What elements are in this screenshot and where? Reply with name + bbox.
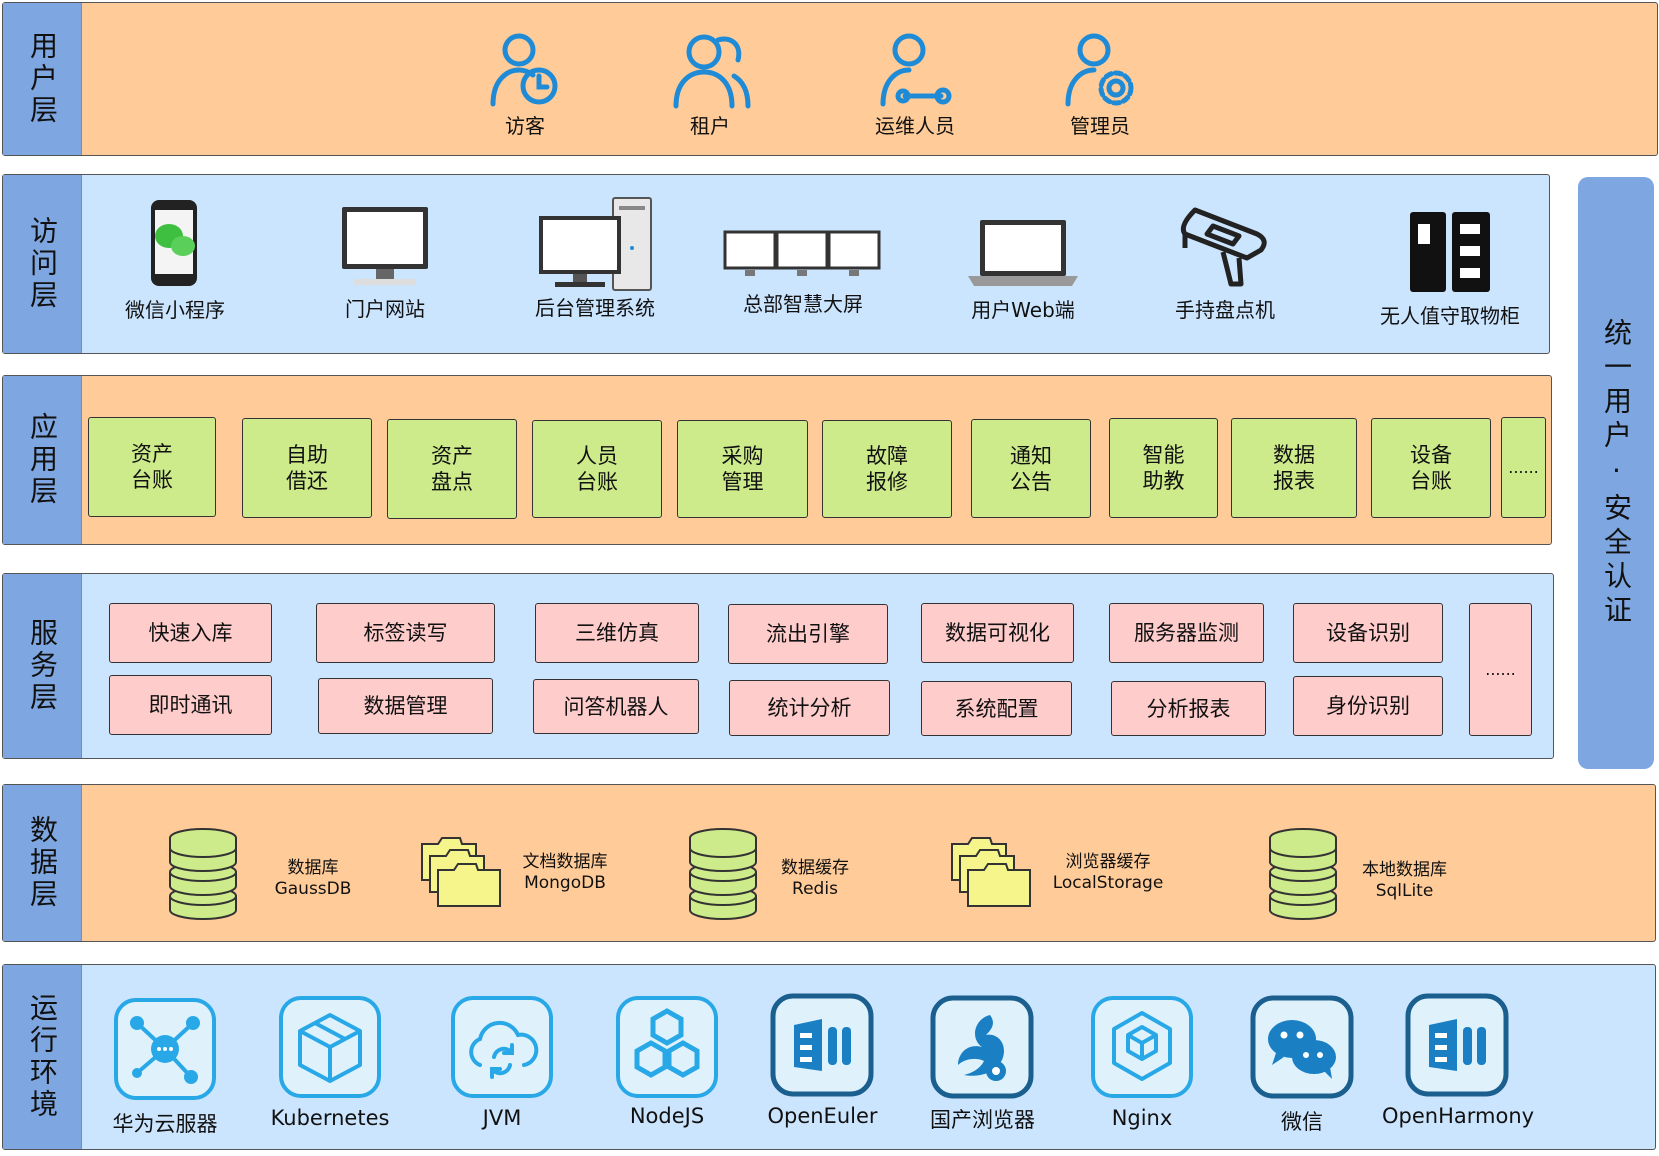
access-label: 后台管理系统 xyxy=(535,296,655,320)
access-label: 微信小程序 xyxy=(125,298,225,322)
runtime-label: Kubernetes xyxy=(270,1106,390,1130)
access-label: 手持盘点机 xyxy=(1175,298,1275,322)
runtime-label: OpenEuler xyxy=(767,1104,878,1128)
service-quick-inbound[interactable]: 快速入库 xyxy=(109,603,272,663)
db-redis-icon xyxy=(688,826,758,926)
app-asset-inventory[interactable]: 资产盘点 xyxy=(387,419,517,519)
runtime-label: NodeJS xyxy=(629,1104,705,1128)
service-tag-rw[interactable]: 标签读写 xyxy=(316,603,495,663)
db-mongodb-folder-icon xyxy=(420,830,504,912)
app-more[interactable]: ...... xyxy=(1501,417,1546,518)
service-qa-bot[interactable]: 问答机器人 xyxy=(533,679,699,734)
db-sqllite-icon xyxy=(1268,826,1338,926)
access-locker: 无人值守取物柜 xyxy=(1370,210,1530,329)
laptop-icon xyxy=(958,218,1088,288)
access-label: 门户网站 xyxy=(345,297,425,321)
access-label: 用户Web端 xyxy=(971,298,1075,322)
operator-wrench-icon xyxy=(855,30,975,110)
app-layer-label: 应用层 xyxy=(3,376,82,544)
access-wechat-miniprogram: 微信小程序 xyxy=(110,198,240,323)
runtime-label: 华为云服器 xyxy=(112,1112,218,1136)
access-admin-system: 后台管理系统 xyxy=(520,196,670,321)
service-sys-config[interactable]: 系统配置 xyxy=(921,681,1072,736)
video-wall-icon xyxy=(718,230,888,278)
user-operator: 运维人员 xyxy=(855,30,975,139)
app-fault-repair[interactable]: 故障报修 xyxy=(822,420,952,518)
service-analysis-report[interactable]: 分析报表 xyxy=(1111,681,1266,736)
tenant-group-icon xyxy=(655,30,765,110)
nodejs-hexagon-icon xyxy=(615,995,719,1103)
runtime-label: JVM xyxy=(482,1106,522,1130)
service-layer-label: 服务层 xyxy=(3,574,82,758)
service-data-viz[interactable]: 数据可视化 xyxy=(921,603,1074,663)
user-label: 运维人员 xyxy=(875,114,955,138)
access-portal: 门户网站 xyxy=(320,205,450,322)
app-notice[interactable]: 通知公告 xyxy=(971,419,1091,518)
access-handheld: 手持盘点机 xyxy=(1160,204,1290,323)
desktop-tower-icon xyxy=(520,196,670,292)
app-smart-assistant[interactable]: 智能助教 xyxy=(1109,418,1218,518)
visitor-clock-icon xyxy=(470,30,580,110)
app-data-report[interactable]: 数据报表 xyxy=(1231,418,1357,518)
access-hq-screen: 总部智慧大屏 xyxy=(718,230,888,317)
user-label: 管理员 xyxy=(1070,114,1130,138)
service-data-manage[interactable]: 数据管理 xyxy=(318,678,493,734)
wechat-icon xyxy=(1250,995,1354,1103)
runtime-label: 国产浏览器 xyxy=(930,1108,1035,1132)
access-label: 总部智慧大屏 xyxy=(743,292,863,316)
service-server-monitor[interactable]: 服务器监测 xyxy=(1109,603,1264,663)
app-procurement[interactable]: 采购管理 xyxy=(677,420,808,518)
service-3d-sim[interactable]: 三维仿真 xyxy=(535,603,699,663)
runtime-label: 微信 xyxy=(1281,1110,1323,1134)
kubernetes-cube-icon xyxy=(278,995,382,1103)
user-tenant: 租户 xyxy=(655,30,765,139)
db-localstorage-folder-icon xyxy=(950,830,1034,912)
openharmony-icon xyxy=(1405,993,1509,1101)
app-staff-ledger[interactable]: 人员台账 xyxy=(532,420,662,518)
user-label: 租户 xyxy=(690,114,730,138)
service-device-recognition[interactable]: 设备识别 xyxy=(1293,603,1443,663)
service-more[interactable]: ...... xyxy=(1469,603,1532,736)
user-layer: 用户层 xyxy=(2,2,1658,156)
app-asset-ledger[interactable]: 资产台账 xyxy=(88,417,216,517)
user-layer-label: 用户层 xyxy=(3,3,82,155)
unified-auth-sidebar: 统一用户·安全认证 xyxy=(1578,177,1654,769)
nginx-cube-icon xyxy=(1090,995,1194,1103)
data-layer: 数据层 xyxy=(2,784,1656,942)
app-device-ledger[interactable]: 设备台账 xyxy=(1371,418,1491,518)
service-flow-engine[interactable]: 流出引擎 xyxy=(728,604,888,664)
jvm-cloud-sync-icon xyxy=(450,995,554,1103)
locker-cabinet-icon xyxy=(1370,210,1530,294)
access-layer-label: 访问层 xyxy=(3,175,82,353)
openeuler-icon xyxy=(770,993,874,1101)
huawei-cloud-icon xyxy=(113,997,217,1105)
user-visitor: 访客 xyxy=(470,30,580,139)
monitor-icon xyxy=(320,205,450,289)
app-self-borrow[interactable]: 自助借还 xyxy=(242,418,372,518)
runtime-label: OpenHarmony xyxy=(1382,1104,1535,1128)
db-gaussdb-icon xyxy=(168,826,238,926)
access-label: 无人值守取物柜 xyxy=(1380,304,1520,328)
phone-wechat-icon xyxy=(110,198,240,288)
handheld-scanner-icon xyxy=(1160,204,1290,292)
runtime-label: Nginx xyxy=(1111,1106,1173,1130)
user-admin: 管理员 xyxy=(1045,30,1155,139)
access-user-web: 用户Web端 xyxy=(958,218,1088,323)
runtime-layer-label: 运行环境 xyxy=(3,965,82,1149)
service-identity[interactable]: 身份识别 xyxy=(1293,676,1443,736)
admin-gear-icon xyxy=(1045,30,1155,110)
user-label: 访客 xyxy=(505,114,545,138)
service-statistics[interactable]: 统计分析 xyxy=(729,680,890,736)
service-im[interactable]: 即时通讯 xyxy=(109,675,272,735)
browser-squirrel-icon xyxy=(930,995,1034,1103)
data-layer-label: 数据层 xyxy=(3,785,82,941)
